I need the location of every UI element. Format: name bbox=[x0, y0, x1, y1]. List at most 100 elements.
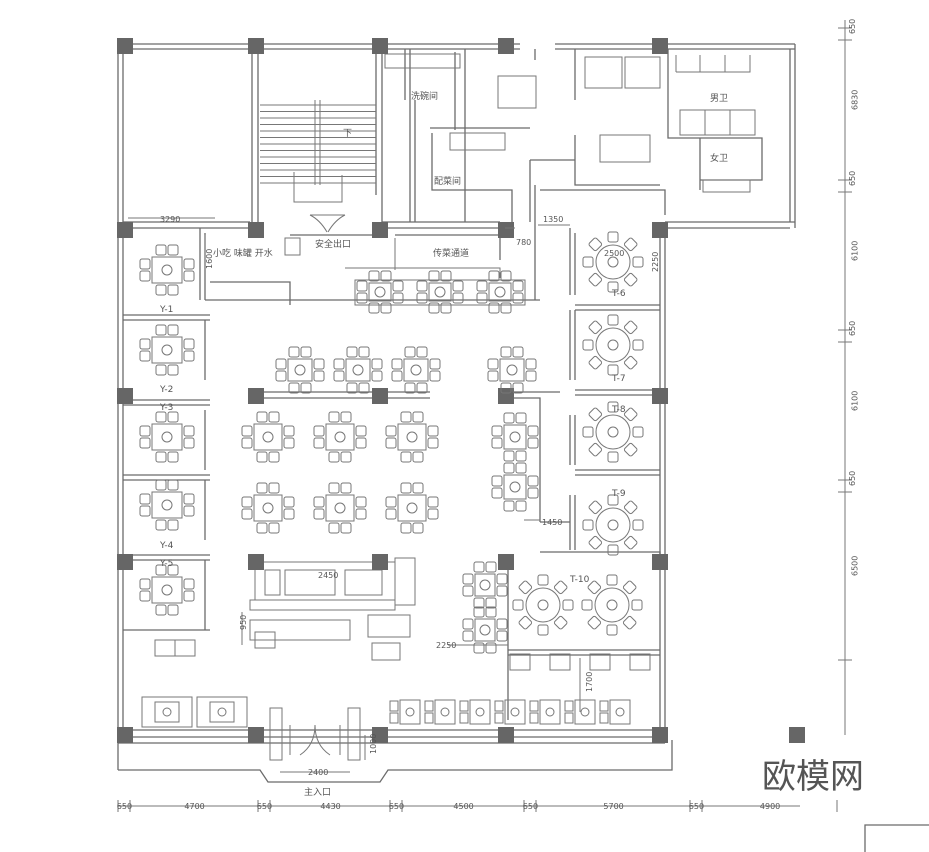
square-table-set bbox=[391, 346, 441, 394]
table bbox=[345, 358, 371, 382]
sofa bbox=[141, 696, 193, 728]
column bbox=[372, 727, 388, 743]
chair bbox=[452, 292, 464, 304]
chair bbox=[582, 519, 594, 531]
private-room-label: Y-3 bbox=[159, 403, 173, 413]
seat bbox=[509, 653, 531, 671]
chair bbox=[328, 482, 340, 494]
chair bbox=[275, 370, 287, 382]
chair bbox=[494, 712, 504, 724]
column bbox=[652, 554, 668, 570]
chair bbox=[429, 358, 441, 370]
chair bbox=[588, 320, 603, 335]
table-center bbox=[479, 579, 491, 591]
column bbox=[248, 388, 264, 404]
watermark-logo: 欧模网 bbox=[762, 757, 864, 797]
seat bbox=[154, 639, 176, 657]
chair bbox=[485, 642, 497, 654]
room-labels: 洗碗间 配菜间 男卫 女卫 安全出口 小吃 味罐 开水 传菜通道 主入口 下 Y… bbox=[159, 90, 728, 798]
furniture bbox=[139, 231, 651, 728]
chair bbox=[440, 302, 452, 314]
chair bbox=[500, 302, 512, 314]
sofa bbox=[196, 696, 248, 728]
chair bbox=[623, 355, 638, 370]
column bbox=[652, 388, 668, 404]
square-table-set bbox=[313, 411, 367, 463]
chair bbox=[416, 280, 428, 292]
room-label-prep: 配菜间 bbox=[434, 175, 461, 187]
dim-label: 650 bbox=[848, 321, 857, 336]
dim-label: 650 bbox=[848, 171, 857, 186]
chair bbox=[485, 561, 497, 573]
square-table-set bbox=[356, 270, 404, 314]
chair bbox=[503, 500, 515, 512]
chair bbox=[496, 630, 508, 642]
chair bbox=[313, 437, 325, 449]
square-table-set bbox=[462, 606, 508, 654]
sofa-table-set bbox=[141, 696, 193, 728]
chair bbox=[139, 590, 151, 602]
chair bbox=[183, 493, 195, 505]
chair bbox=[429, 370, 441, 382]
booth-table-set bbox=[494, 699, 526, 725]
chair bbox=[487, 358, 499, 370]
chair bbox=[473, 561, 485, 573]
chair bbox=[588, 442, 603, 457]
chair bbox=[607, 494, 619, 506]
chair bbox=[623, 272, 638, 287]
table-center bbox=[161, 344, 173, 356]
chair bbox=[488, 270, 500, 282]
dim-label: 650 bbox=[257, 802, 272, 811]
column bbox=[117, 727, 133, 743]
chair bbox=[473, 606, 485, 618]
chair bbox=[358, 346, 370, 358]
chair bbox=[496, 573, 508, 585]
chair bbox=[525, 370, 537, 382]
chair bbox=[241, 425, 253, 437]
chair bbox=[389, 700, 399, 712]
table-center bbox=[405, 707, 415, 717]
square-table-set bbox=[313, 482, 367, 534]
chair bbox=[155, 451, 167, 463]
round-table-set bbox=[582, 314, 644, 376]
chair bbox=[527, 437, 539, 449]
chair bbox=[283, 496, 295, 508]
chair bbox=[622, 615, 637, 630]
chair bbox=[512, 346, 524, 358]
round-table bbox=[525, 587, 561, 623]
chair bbox=[167, 479, 179, 491]
dim-label: 4900 bbox=[760, 802, 780, 811]
dim-label: 2500 bbox=[604, 249, 624, 258]
chair bbox=[632, 426, 644, 438]
table bbox=[403, 358, 429, 382]
chair bbox=[380, 270, 392, 282]
room-label-dishwashing: 洗碗间 bbox=[411, 90, 438, 102]
seat bbox=[589, 653, 611, 671]
dim-label: 1700 bbox=[585, 672, 594, 692]
chair bbox=[355, 425, 367, 437]
chair bbox=[529, 700, 539, 712]
chair bbox=[355, 508, 367, 520]
dim-label: 1600 bbox=[205, 249, 214, 269]
chair bbox=[139, 578, 151, 590]
private-room-label: Y-2 bbox=[159, 385, 173, 395]
dim-label: 650 bbox=[389, 802, 404, 811]
chair bbox=[391, 358, 403, 370]
table bbox=[503, 474, 527, 500]
chair bbox=[500, 382, 512, 394]
room-label-mens-toilet: 男卫 bbox=[710, 93, 728, 104]
chair bbox=[623, 320, 638, 335]
dim-label: 4430 bbox=[320, 802, 340, 811]
chair bbox=[183, 578, 195, 590]
chair bbox=[588, 500, 603, 515]
booth-table-set bbox=[564, 699, 596, 725]
chair bbox=[599, 700, 609, 712]
column bbox=[248, 38, 264, 54]
table-center bbox=[217, 707, 227, 717]
chair bbox=[385, 496, 397, 508]
square-table-set bbox=[487, 346, 537, 394]
chair bbox=[340, 411, 352, 423]
table-center bbox=[537, 599, 549, 611]
chair bbox=[491, 475, 503, 487]
